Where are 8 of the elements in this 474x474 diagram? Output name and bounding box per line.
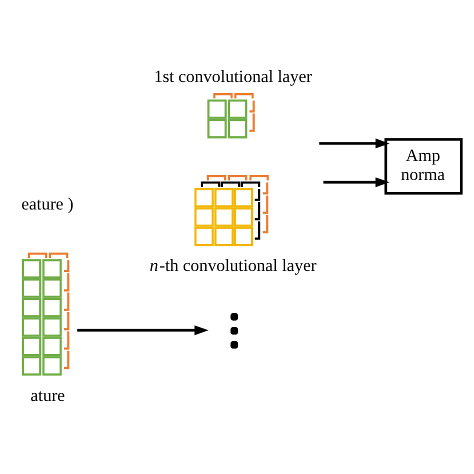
node-label: n-th convolutional layer	[150, 256, 316, 275]
node-label: 1st convolutional layer	[154, 67, 312, 86]
node-label: ature	[30, 386, 65, 406]
node-box: Amp norma	[384, 138, 463, 195]
arrow	[323, 177, 390, 188]
arrow	[77, 325, 209, 336]
arrow	[319, 138, 390, 148]
label: eature )	[21, 194, 74, 214]
